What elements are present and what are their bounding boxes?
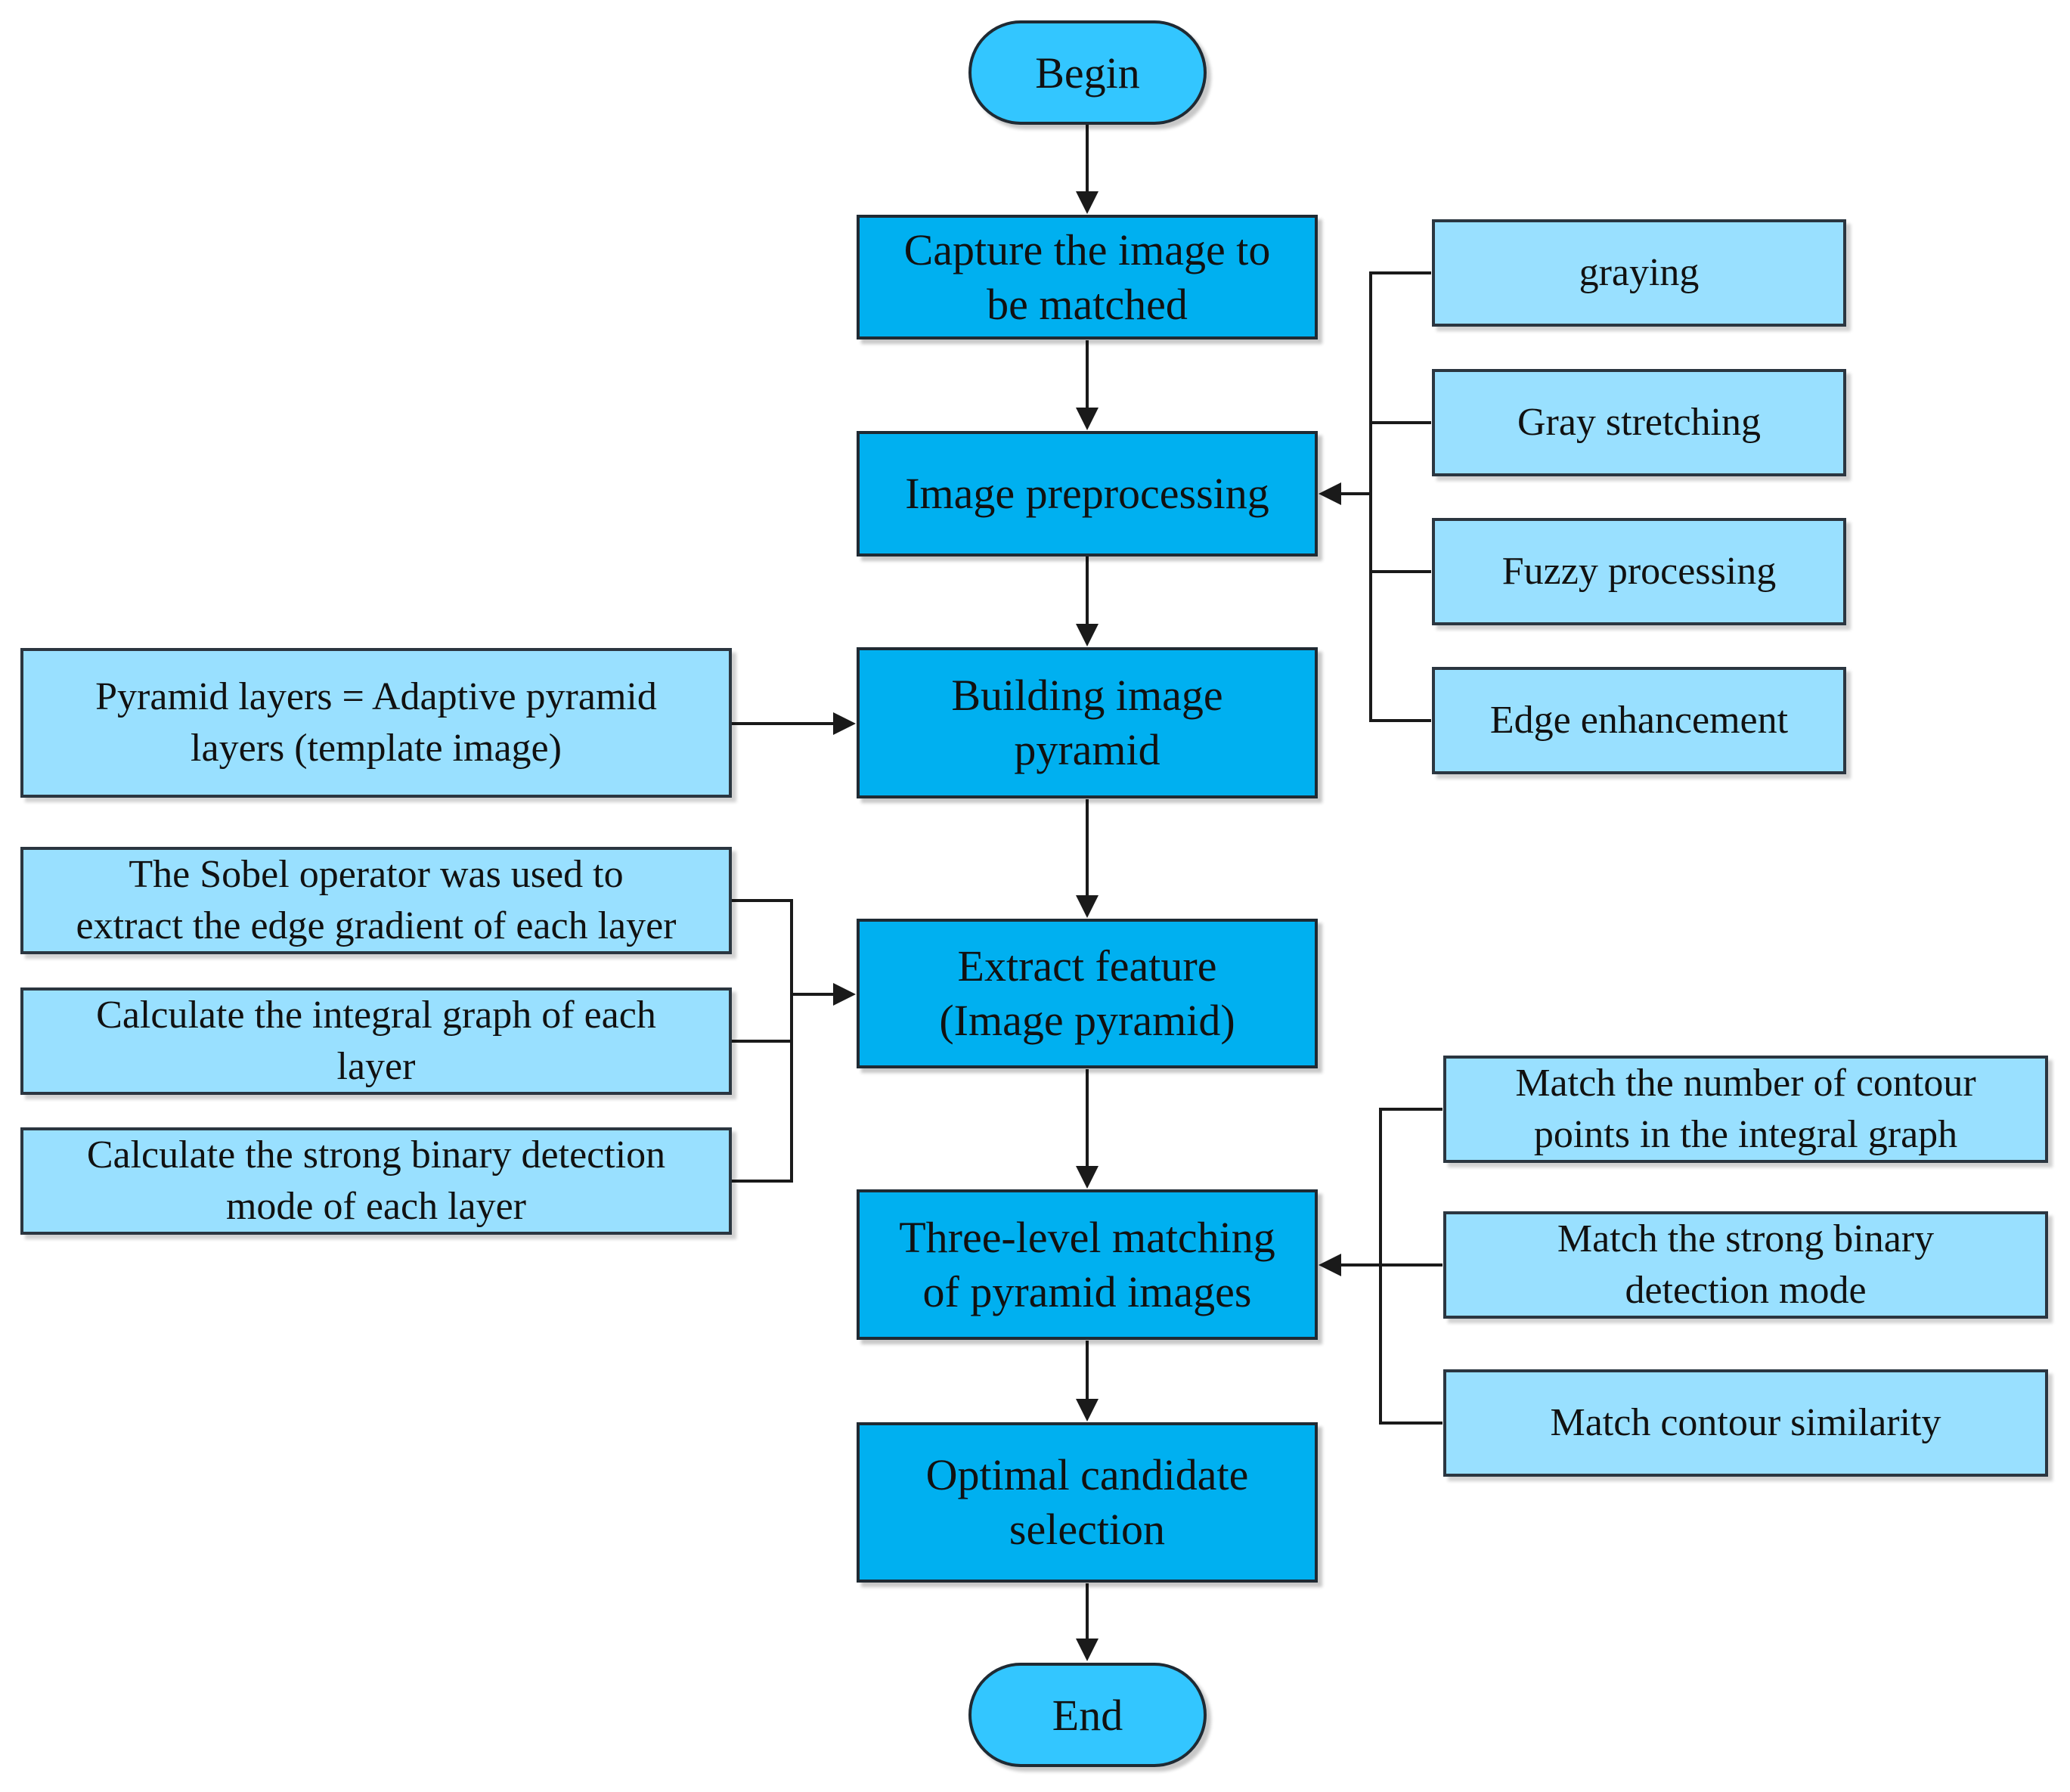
arrowhead-extract: [1076, 895, 1099, 918]
arrowhead-end: [1076, 1639, 1099, 1661]
step-preprocess-label: Image preprocessing: [905, 469, 1269, 518]
end-node: End: [968, 1663, 1207, 1767]
step-matching-label: Three-level matching of pyramid images: [899, 1212, 1275, 1316]
arrowhead-layers-in: [833, 712, 856, 735]
step-capture-label: Capture the image to be matched: [903, 225, 1271, 329]
arrowhead-preprocess: [1076, 408, 1099, 430]
step-pyramid: Building image pyramid: [857, 647, 1318, 798]
preprocessing-item-label: graying: [1579, 251, 1700, 294]
matching-item-label: Match the number of contour points in th…: [1515, 1062, 1976, 1156]
feature-item: Calculate the strong binary detection mo…: [20, 1127, 732, 1235]
step-pyramid-label: Building image pyramid: [951, 671, 1223, 774]
preprocessing-item: Fuzzy processing: [1432, 518, 1846, 625]
step-preprocess: Image preprocessing: [857, 431, 1318, 557]
preprocessing-item-label: Edge enhancement: [1489, 699, 1789, 742]
begin-node: Begin: [968, 20, 1207, 125]
pyramid-layers-label: Pyramid layers = Adaptive pyramid layers…: [95, 675, 657, 770]
matching-item-label: Match the strong binary detection mode: [1557, 1217, 1935, 1312]
matching-item: Match the strong binary detection mode: [1443, 1211, 2048, 1319]
matching-item: Match the number of contour points in th…: [1443, 1056, 2048, 1163]
pyramid-layers-box: Pyramid layers = Adaptive pyramid layers…: [20, 648, 732, 798]
arrowhead-capture: [1076, 191, 1099, 214]
step-matching: Three-level matching of pyramid images: [857, 1189, 1318, 1340]
feature-item-label: Calculate the integral graph of each lay…: [96, 994, 656, 1088]
arrowhead-optimal: [1076, 1399, 1099, 1422]
preprocessing-item-label: Fuzzy processing: [1501, 550, 1777, 593]
arrowhead-matching: [1076, 1166, 1099, 1189]
feature-item: Calculate the integral graph of each lay…: [20, 987, 732, 1095]
step-optimal-label: Optimal candidate selection: [925, 1450, 1249, 1554]
step-extract: Extract feature (Image pyramid): [857, 919, 1318, 1068]
step-extract-label: Extract feature (Image pyramid): [939, 941, 1235, 1045]
arrowhead-matching-in: [1319, 1254, 1341, 1276]
preprocessing-bracket: [1369, 271, 1431, 722]
feature-item: The Sobel operator was used to extract t…: [20, 847, 732, 954]
end-label: End: [1052, 1690, 1123, 1740]
preprocessing-item: Gray stretching: [1432, 369, 1846, 476]
preprocessing-item: Edge enhancement: [1432, 667, 1846, 774]
matching-item: Match contour similarity: [1443, 1369, 2048, 1477]
feature-item-label: Calculate the strong binary detection mo…: [86, 1133, 666, 1228]
arrowhead-pyramid: [1076, 624, 1099, 646]
feature-item-label: The Sobel operator was used to extract t…: [76, 853, 677, 947]
step-capture: Capture the image to be matched: [857, 215, 1318, 339]
arrowhead-preprocessing-in: [1319, 482, 1341, 505]
matching-item-label: Match contour similarity: [1550, 1401, 1941, 1444]
arrowhead-features-in: [833, 983, 856, 1006]
preprocessing-item: graying: [1432, 219, 1846, 327]
preprocessing-item-label: Gray stretching: [1517, 401, 1761, 444]
begin-label: Begin: [1035, 48, 1140, 98]
step-optimal: Optimal candidate selection: [857, 1422, 1318, 1583]
